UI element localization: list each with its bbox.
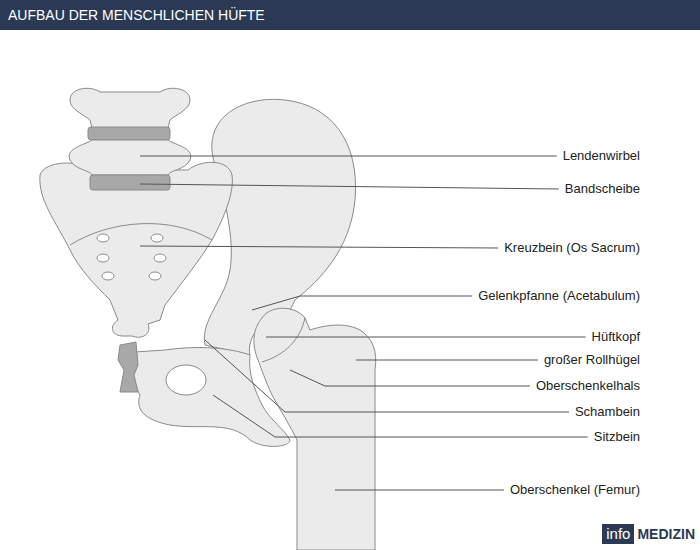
leader-line xyxy=(335,490,504,491)
femoral-head-line xyxy=(262,318,305,362)
part-label: Sitzbein xyxy=(594,429,640,445)
logo-text: MEDIZIN xyxy=(637,524,695,544)
part-label: Kreuzbein (Os Sacrum) xyxy=(504,240,640,256)
part-label: Lendenwirbel xyxy=(563,148,640,164)
part-label: Oberschenkelhals xyxy=(536,378,640,394)
intervertebral-disc xyxy=(88,127,170,140)
obturator-foramen xyxy=(166,365,206,395)
leader-line xyxy=(205,340,569,412)
leader-line xyxy=(266,337,586,338)
femur-bone xyxy=(254,308,376,550)
sacrum-line xyxy=(70,224,212,245)
part-label: Schambein xyxy=(575,404,640,420)
part-label: Oberschenkel (Femur) xyxy=(510,482,640,498)
leader-line xyxy=(290,370,530,386)
leader-line xyxy=(252,296,472,310)
part-label: Gelenkpfanne (Acetabulum) xyxy=(478,288,640,304)
part-label: Hüftkopf xyxy=(592,329,640,345)
intervertebral-disc xyxy=(90,175,170,190)
sacral-foramen xyxy=(149,272,161,280)
sacral-foramen xyxy=(97,234,109,242)
leader-line xyxy=(140,156,557,157)
leader-line xyxy=(140,184,559,189)
sacral-foramen xyxy=(151,234,163,242)
title-text: AUFBAU DER MENSCHLICHEN HÜFTE xyxy=(8,7,265,23)
leader-line xyxy=(356,360,538,361)
part-label: großer Rollhügel xyxy=(544,352,640,368)
leader-line xyxy=(140,246,498,248)
logo-text: info xyxy=(602,524,634,544)
sacrum-bone xyxy=(40,162,233,337)
sacral-foramen xyxy=(102,272,114,280)
sacral-foramen xyxy=(97,254,109,262)
leader-line xyxy=(213,395,588,437)
lumbar-vertebra xyxy=(69,140,191,175)
sacral-foramen xyxy=(154,254,166,262)
part-label: Bandscheibe xyxy=(565,181,640,197)
coccyx-bone xyxy=(118,342,138,392)
lumbar-vertebra xyxy=(70,88,190,128)
